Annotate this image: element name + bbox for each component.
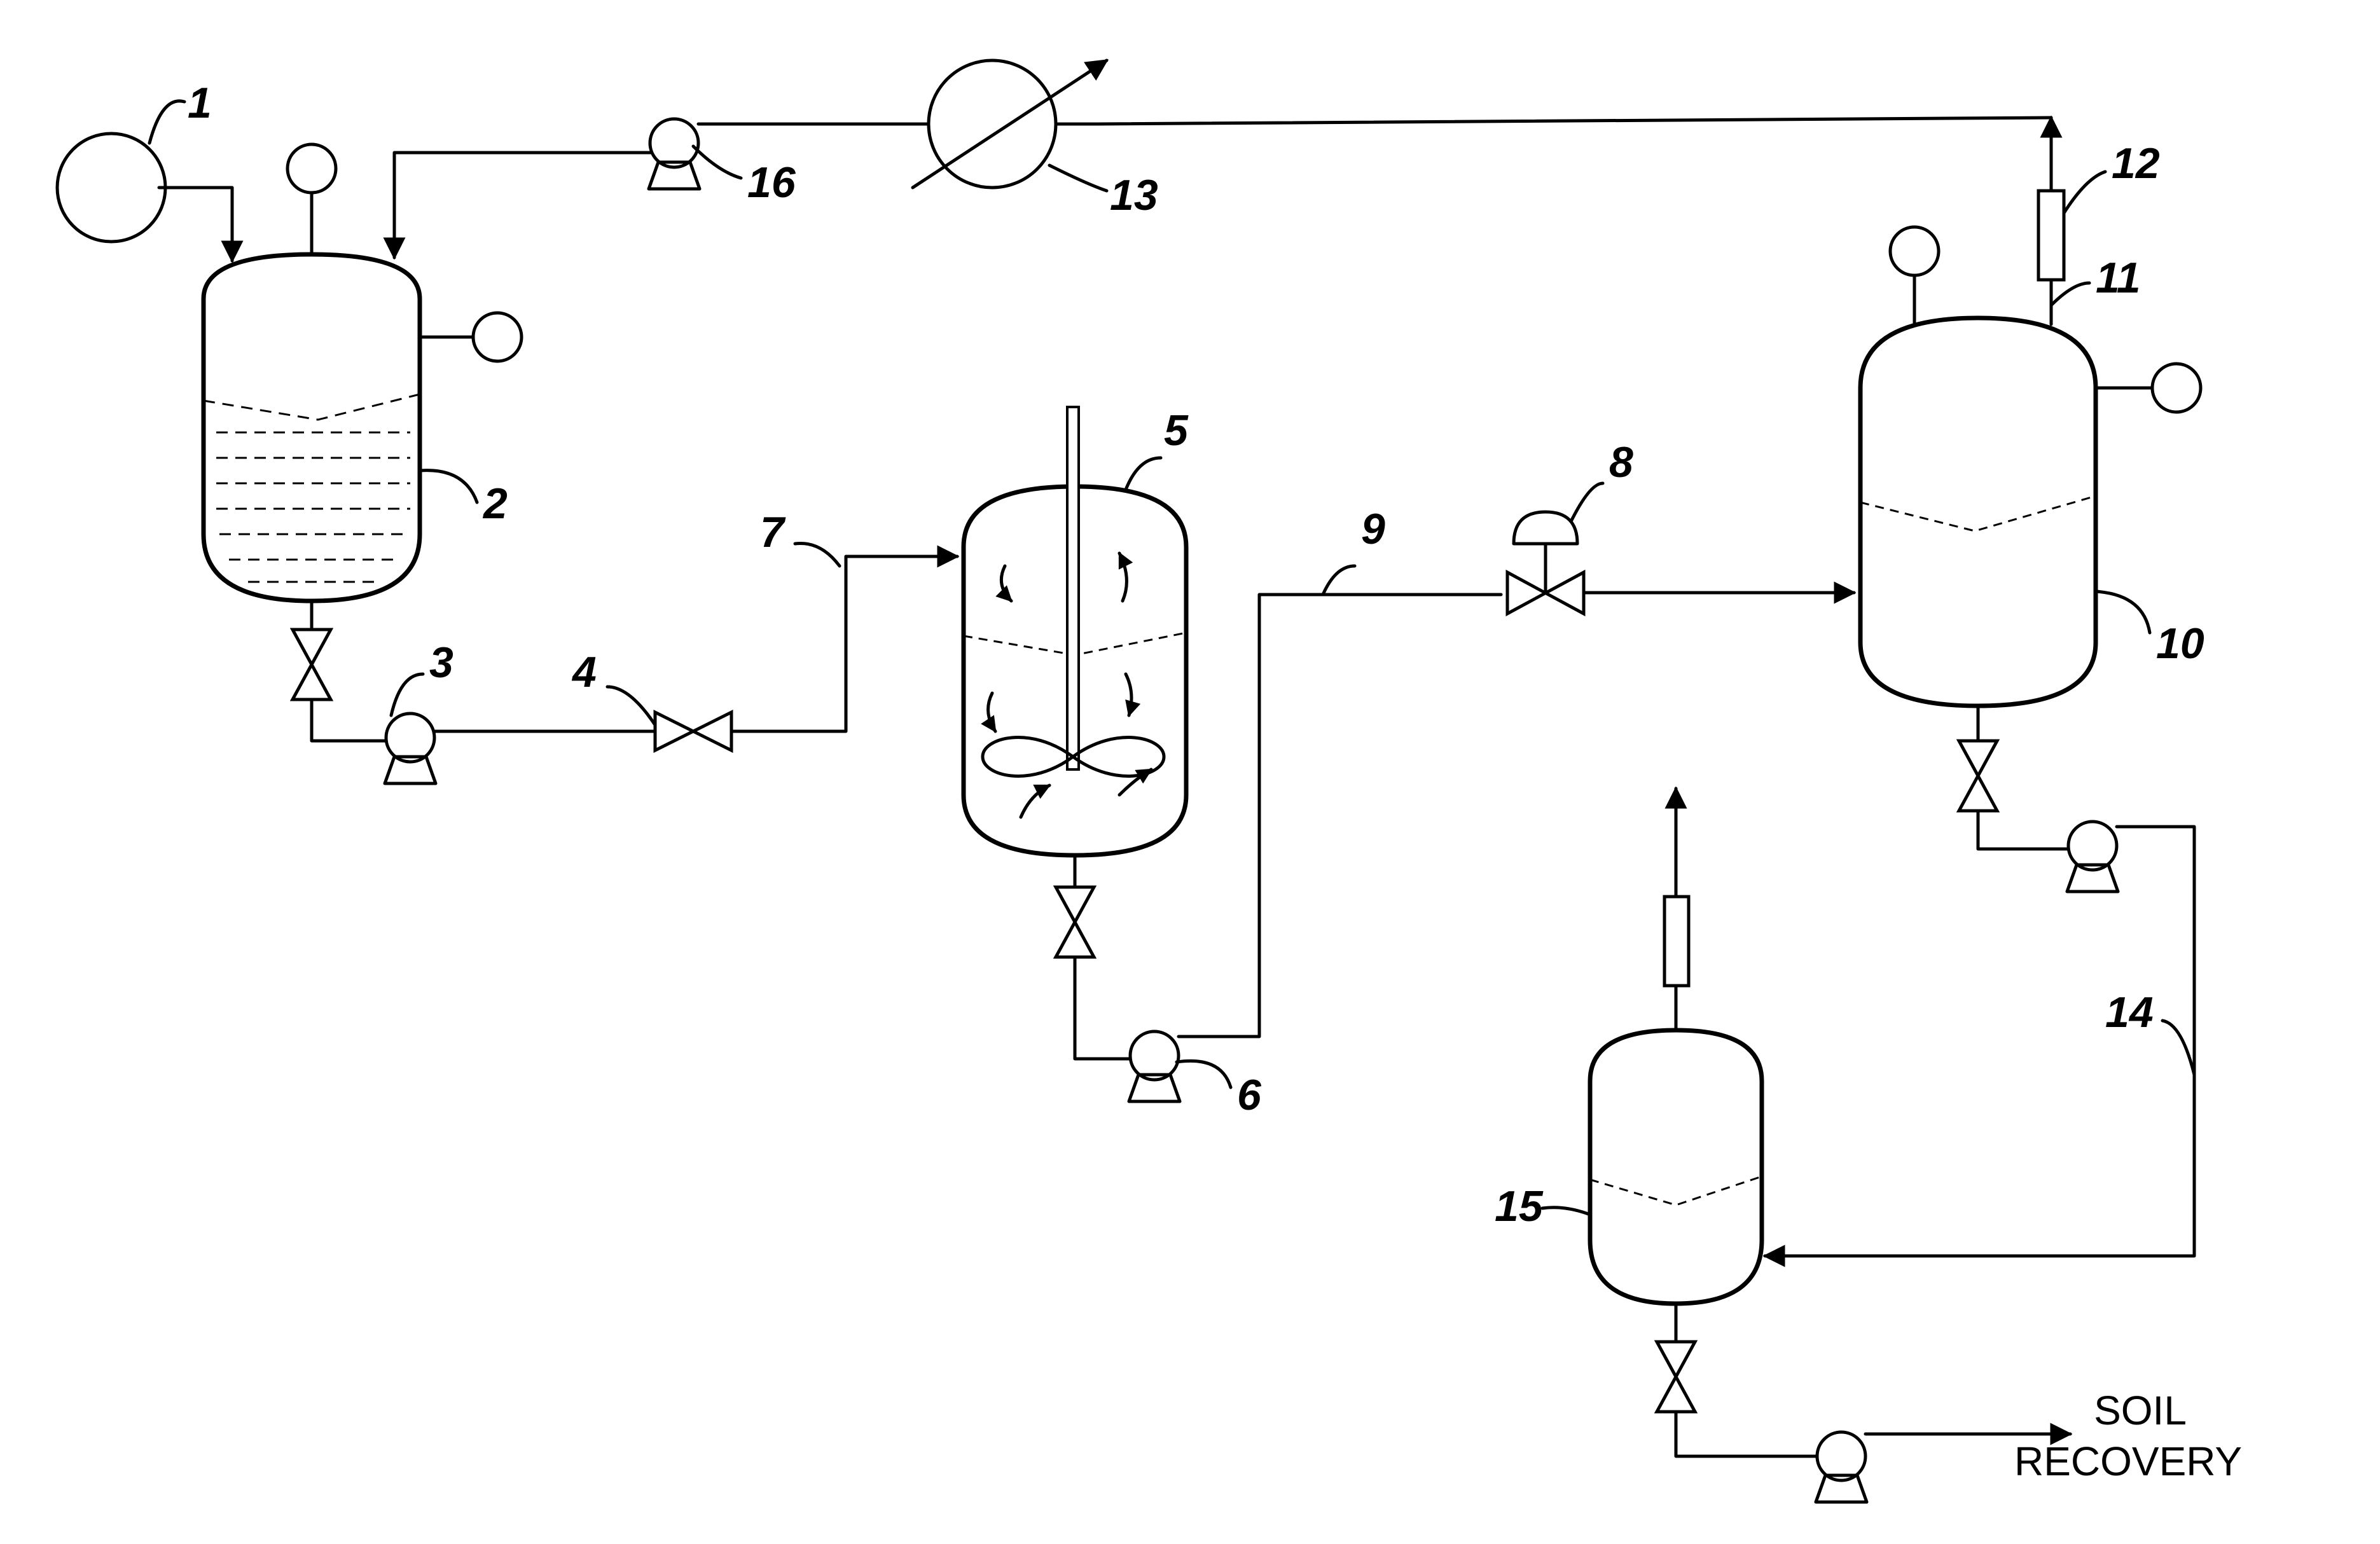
tank-15 xyxy=(1590,789,2070,1502)
pump-3 xyxy=(385,713,655,783)
outlet-label-line1: SOIL xyxy=(2094,1388,2187,1433)
tank-10-level xyxy=(1860,496,2096,531)
reactor-5 xyxy=(964,407,1186,1059)
leader-1 xyxy=(149,101,184,143)
tank-2-valve xyxy=(293,630,331,700)
control-valve-8 xyxy=(1507,512,1854,614)
reactor-to-pump xyxy=(1075,957,1132,1059)
label-1: 1 xyxy=(188,79,212,127)
line-7 xyxy=(731,556,957,731)
tank-15-to-pump xyxy=(1676,1412,1819,1456)
return-line-top xyxy=(929,118,2051,124)
tank-10-top-gauge xyxy=(1890,227,1939,275)
tank-10-side-gauge xyxy=(2152,364,2201,412)
tank-15-level xyxy=(1590,1176,1762,1205)
tank-15-valve xyxy=(1657,1342,1695,1412)
label-11: 11 xyxy=(2096,254,2141,302)
leader-6 xyxy=(1177,1061,1231,1087)
pump-3-body xyxy=(386,713,434,762)
flow-arrow xyxy=(1001,566,1011,601)
tank-2-body xyxy=(204,254,420,601)
label-12: 12 xyxy=(2112,139,2160,188)
tank-15-filter xyxy=(1664,897,1689,986)
pump-soil-body xyxy=(1817,1432,1865,1480)
reactor-5-valve xyxy=(1056,887,1094,957)
tank-2-top-gauge xyxy=(287,144,336,193)
label-6: 6 xyxy=(1237,1071,1262,1119)
flow-arrow xyxy=(1119,769,1151,795)
label-5: 5 xyxy=(1164,406,1189,455)
pump-14-body xyxy=(2068,822,2117,870)
leader-2 xyxy=(420,471,477,502)
leader-11 xyxy=(2051,283,2089,305)
source-circle xyxy=(57,134,165,242)
flow-arrow xyxy=(988,693,995,731)
leader-5 xyxy=(1126,458,1161,490)
tank-10-valve xyxy=(1959,741,1997,811)
leader-13 xyxy=(1049,165,1107,191)
label-13: 13 xyxy=(1110,171,1158,219)
label-10: 10 xyxy=(2156,619,2204,668)
agitator-shaft xyxy=(1067,407,1079,769)
leader-10 xyxy=(2096,591,2150,633)
recycle-loop xyxy=(394,60,2051,258)
flow-arrow xyxy=(1119,553,1126,601)
leader-3 xyxy=(391,674,423,715)
leader-4 xyxy=(607,687,655,725)
leader-14 xyxy=(2162,1021,2194,1075)
tank-2 xyxy=(204,144,522,741)
filter-12 xyxy=(2038,191,2064,280)
tank-10 xyxy=(1860,118,2201,849)
tank-10-to-pump xyxy=(1978,811,2070,849)
label-16: 16 xyxy=(747,158,796,207)
heat-exchanger-13 xyxy=(929,60,1056,188)
flow-arrow xyxy=(1021,785,1049,817)
tank-2-liquid xyxy=(216,432,410,582)
return-line-to-tank-2 xyxy=(394,127,690,258)
pump-16-body xyxy=(650,119,698,167)
tank-2-level xyxy=(204,394,420,420)
label-15: 15 xyxy=(1495,1182,1544,1230)
label-8: 8 xyxy=(1609,438,1633,486)
tank-15-body xyxy=(1590,1030,1762,1304)
valve-8-actuator xyxy=(1514,512,1577,544)
tank-2-to-pump xyxy=(312,700,388,741)
leader-9 xyxy=(1323,566,1355,595)
valve-4 xyxy=(655,556,957,750)
soil-recovery-caption: SOIL RECOVERY xyxy=(2014,1388,2242,1484)
label-9: 9 xyxy=(1361,505,1385,553)
pump-6-body xyxy=(1130,1031,1179,1080)
leader-8 xyxy=(1571,483,1603,521)
leader-7 xyxy=(795,543,840,566)
outlet-label-line2: RECOVERY xyxy=(2014,1438,2242,1484)
feed-line-1 xyxy=(159,188,232,261)
tank-2-side-gauge xyxy=(473,313,522,361)
label-3: 3 xyxy=(429,638,453,687)
line-14 xyxy=(1765,827,2194,1256)
label-7: 7 xyxy=(760,508,786,556)
leader-15 xyxy=(1542,1208,1590,1215)
label-4: 4 xyxy=(571,648,597,696)
valve-4-symbol xyxy=(655,712,731,750)
line-9 xyxy=(1179,595,1501,1037)
leader-12 xyxy=(2064,172,2105,213)
pump-14 xyxy=(1765,822,2194,1256)
leader-16 xyxy=(693,146,741,178)
flow-arrow xyxy=(1126,674,1131,715)
label-14: 14 xyxy=(2105,988,2154,1037)
feed-source-1 xyxy=(57,134,232,261)
label-2: 2 xyxy=(482,479,508,528)
